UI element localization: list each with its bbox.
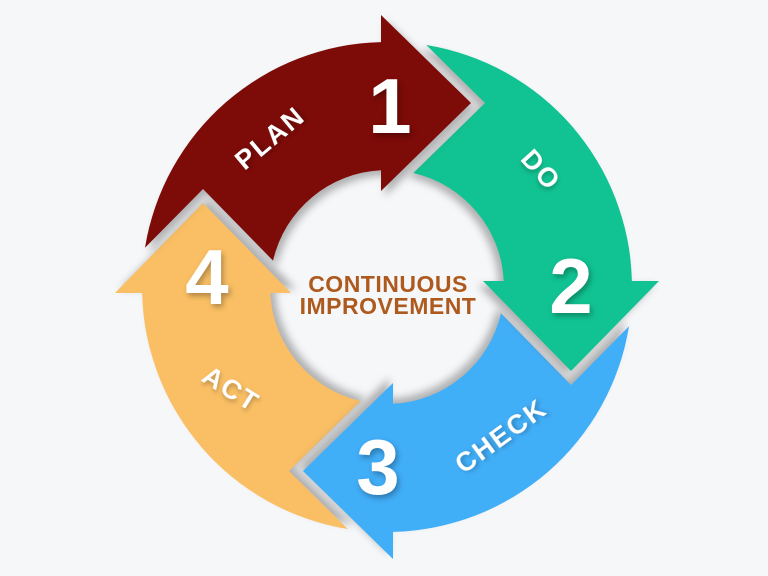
step-number-2: 2 — [549, 242, 592, 330]
center-caption: CONTINUOUS IMPROVEMENT — [300, 271, 477, 319]
center-caption-line1: CONTINUOUS — [308, 271, 468, 297]
center-caption-line2: IMPROVEMENT — [300, 293, 477, 319]
step-number-4: 4 — [185, 233, 228, 321]
step-number-1: 1 — [368, 62, 411, 150]
step-number-3: 3 — [356, 423, 399, 511]
